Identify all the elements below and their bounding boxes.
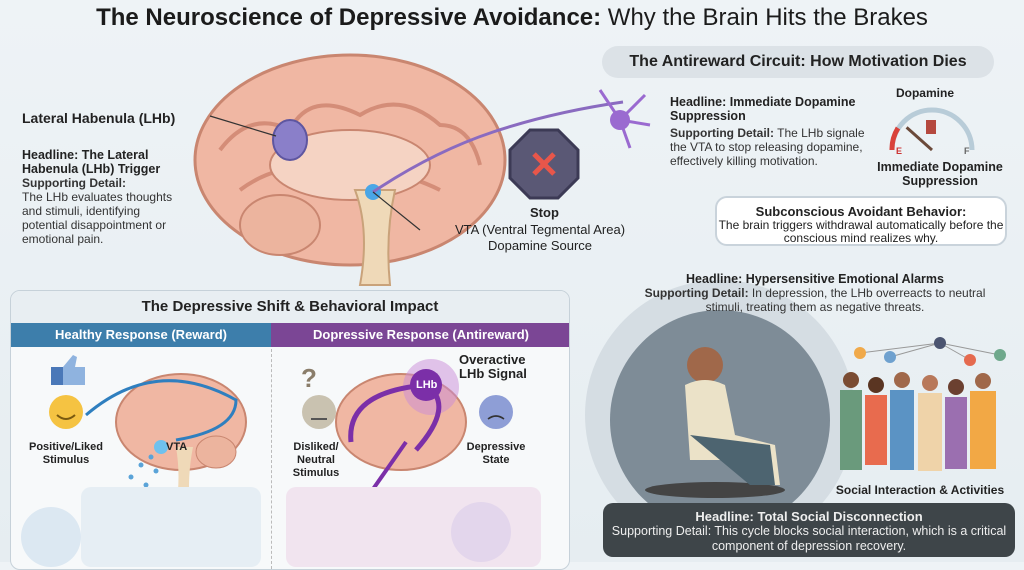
- thumbs-up-icon: [51, 355, 85, 385]
- lhb-headline-block: Headline: The Lateral Habenula (LHb) Tri…: [22, 148, 182, 246]
- subconscious-text: The brain triggers withdrawal automatica…: [718, 218, 1004, 245]
- positive-stimulus-label: Positive/Liked Stimulus: [29, 441, 103, 466]
- disconnect-detail: Supporting Detail: This cycle blocks soc…: [611, 524, 1007, 553]
- reward-pathway: [85, 379, 238, 442]
- gauge-f: F: [964, 146, 970, 156]
- question-mark-icon: ?: [301, 363, 317, 393]
- dopamine-suppression-block: Headline: Immediate Dopamine Suppression…: [670, 95, 870, 168]
- lhb-region: [272, 119, 308, 161]
- neutral-face-icon: [302, 395, 336, 429]
- sad-face-icon: [479, 395, 513, 429]
- depressive-shift-panel: The Depressive Shift & Behavioral Impact…: [10, 290, 570, 570]
- hypersensitive-detail: In depression, the LHb overreacts to neu…: [705, 286, 986, 314]
- shift-illustrations: ?: [21, 355, 541, 567]
- social-disconnection-box: Headline: Total Social Disconnection Sup…: [603, 503, 1015, 557]
- detail-label: Supporting Detail:: [670, 126, 774, 140]
- gauge-caption: Immediate Dopamine Suppression: [877, 160, 1003, 188]
- sitting-person: [687, 347, 723, 383]
- gauge-e: E: [896, 146, 902, 156]
- neutral-stimulus-label: Disliked/ Neutral Stimulus: [292, 441, 340, 479]
- depressive-state-label: Depressive State: [466, 441, 526, 466]
- lhb-badge: LHb: [416, 379, 438, 391]
- detail-label: Supporting Detail:: [644, 286, 749, 300]
- disconnect-headline: Headline: Total Social Disconnection: [695, 509, 923, 524]
- overactive-label: Overactive LHb Signal: [459, 352, 527, 381]
- suppression-detail: The LHb signale the VTA to stop releasin…: [670, 126, 865, 168]
- cerebellum: [239, 194, 321, 256]
- shift-title: The Depressive Shift & Behavioral Impact: [11, 291, 569, 323]
- gauge-title: Dopamine: [895, 86, 954, 100]
- happy-face-icon: [49, 395, 83, 429]
- lhb-detail-label: Supporting Detail:: [22, 176, 126, 190]
- isolation-bubble: [585, 280, 855, 510]
- vta-small-label: VTA: [166, 441, 188, 453]
- social-caption: Social Interaction & Activities: [835, 483, 1005, 497]
- lhb-detail: The LHb evaluates thoughts and stimuli, …: [22, 190, 173, 246]
- running-person: [21, 507, 81, 567]
- stop-label: Stop: [530, 205, 559, 220]
- brainstem: [353, 189, 397, 286]
- suppression-headline: Headline: Immediate Dopamine Suppression: [670, 95, 856, 123]
- tab-depressive-response: Dopressive Response (Antireward): [271, 323, 569, 347]
- brain-illustration: [193, 53, 651, 286]
- group-people: [840, 372, 996, 471]
- stop-sign-icon: [508, 128, 580, 200]
- hypersensitive-headline: Headline: Hypersensitive Emotional Alarm…: [686, 272, 944, 286]
- avoidance-arrow: [369, 440, 408, 494]
- gauge-needle: [905, 126, 933, 152]
- antireward-pill: The Antireward Circuit: How Motivation D…: [602, 46, 994, 78]
- social-group-illustration: [840, 337, 1006, 471]
- subconscious-box: Subconscious Avoidant Behavior: The brai…: [715, 196, 1007, 246]
- lhb-label: Lateral Habenula (LHb): [22, 110, 176, 126]
- sad-person: [451, 502, 511, 562]
- pathway: [372, 100, 624, 194]
- fuel-pump-icon: [926, 120, 936, 134]
- tab-healthy-response: Healthy Response (Reward): [11, 323, 271, 347]
- dopamine-gauge: E F: [889, 107, 975, 156]
- neuron-icon: [598, 89, 651, 149]
- vta-label: VTA (Ventral Tegmental Area)Dopamine Sou…: [454, 222, 626, 253]
- antireward-pathway: [348, 382, 442, 452]
- hypersensitive-block: Headline: Hypersensitive Emotional Alarm…: [630, 272, 1000, 314]
- lhb-headline: Headline: The Lateral Habenula (LHb) Tri…: [22, 148, 161, 176]
- subconscious-title: Subconscious Avoidant Behavior:: [755, 204, 967, 219]
- page-title: The Neuroscience of Depressive Avoidance…: [96, 4, 928, 31]
